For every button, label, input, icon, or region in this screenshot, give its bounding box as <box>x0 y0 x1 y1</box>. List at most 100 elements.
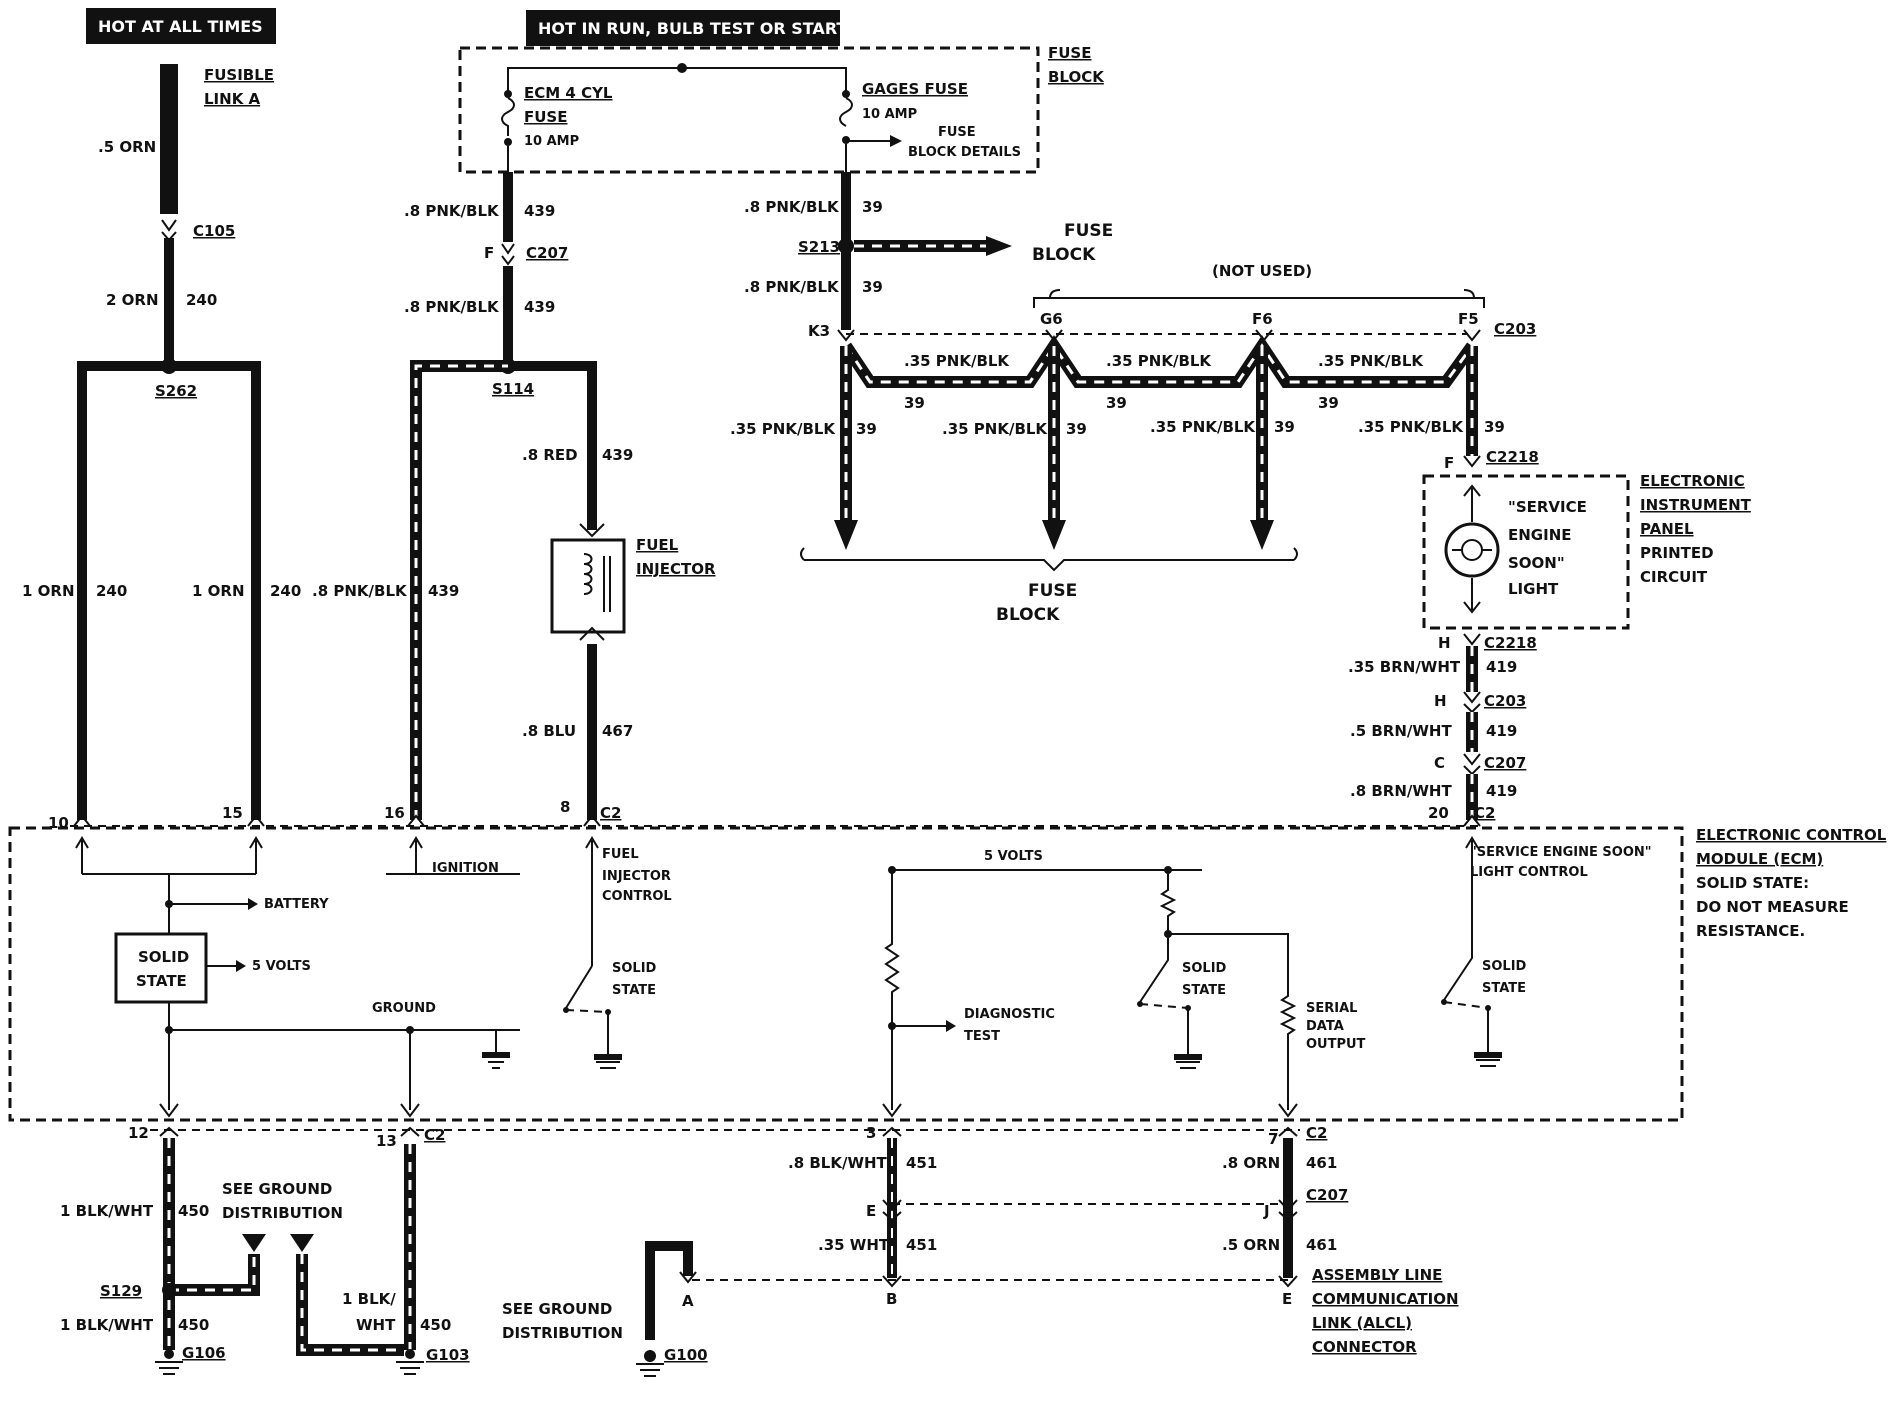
diagram-label: C203 <box>1484 692 1526 710</box>
diagram-label: SOLID <box>138 948 189 966</box>
diagram-label: E <box>866 1202 876 1220</box>
diagram-label: LINK A <box>204 90 261 108</box>
diagram-label: ELECTRONIC CONTROL <box>1696 826 1887 844</box>
diagram-label: 10 AMP <box>862 107 917 122</box>
diagram-label: HOT IN RUN, BULB TEST OR START <box>538 19 847 38</box>
diagram-label: 450 <box>178 1202 209 1220</box>
diagram-label: 16 <box>384 804 405 822</box>
diagram-label: .8 BRN/WHT <box>1350 782 1452 800</box>
diagram-label: .8 PNK/BLK <box>744 278 840 296</box>
diagram-label: 7 <box>1268 1130 1278 1148</box>
diagram-label: .8 ORN <box>1222 1154 1280 1172</box>
diagram-label: BLOCK DETAILS <box>908 145 1021 160</box>
diagram-label: H <box>1438 634 1451 652</box>
diagram-label: BLOCK <box>996 605 1060 625</box>
diagram-label: 240 <box>96 582 127 600</box>
diagram-label: 2 ORN <box>106 291 159 309</box>
diagram-label: 39 <box>1274 418 1295 436</box>
ecm-fuse: ECM 4 CYL FUSE 10 AMP <box>501 84 613 172</box>
diagram-label: B <box>886 1290 897 1308</box>
diagram-label: FUSE <box>938 125 976 140</box>
diagram-label: FUEL <box>636 536 679 554</box>
diagram-label: SOLID <box>1182 961 1227 976</box>
diagram-label: G103 <box>426 1346 470 1364</box>
diagram-label: DISTRIBUTION <box>222 1204 343 1222</box>
diagram-label: .35 PNK/BLK <box>1358 418 1464 436</box>
ground-g103: G103 <box>396 1346 470 1375</box>
ground-g100: G100 <box>636 1346 708 1377</box>
diagram-label: F <box>1444 454 1454 472</box>
diagram-label: 15 <box>222 804 243 822</box>
diagram-label: FUSE <box>524 108 567 126</box>
diagram-label: 450 <box>178 1316 209 1334</box>
diagram-label: 419 <box>1486 658 1517 676</box>
diagram-label: "SERVICE <box>1508 498 1587 516</box>
diagram-label: SERIAL <box>1306 1001 1357 1016</box>
diagram-label: GAGES FUSE <box>862 80 968 98</box>
diagram-label: PRINTED <box>1640 544 1714 562</box>
diagram-label: .8 PNK/BLK <box>404 298 500 316</box>
diagram-label: 1 ORN <box>192 582 245 600</box>
diagram-label: "SERVICE ENGINE SOON" <box>1470 845 1652 860</box>
diagram-label: 5 VOLTS <box>252 959 311 974</box>
diagram-label: SOLID <box>1482 959 1527 974</box>
diagram-label: .35 PNK/BLK <box>1318 352 1424 370</box>
diagram-label: LINK (ALCL) <box>1312 1314 1412 1332</box>
diagram-label: DO NOT MEASURE <box>1696 898 1849 916</box>
diagram-label: ELECTRONIC <box>1640 472 1745 490</box>
diagram-label: 8 <box>560 798 570 816</box>
diagram-label: 419 <box>1486 722 1517 740</box>
diagram-label: 467 <box>602 722 633 740</box>
ecm-box <box>8 826 1684 1122</box>
diagram-label: CIRCUIT <box>1640 568 1708 586</box>
diagram-label: F6 <box>1252 310 1273 328</box>
diagram-label: BLOCK <box>1032 245 1096 265</box>
diagram-label: G106 <box>182 1344 226 1362</box>
diagram-label: C2 <box>424 1126 445 1144</box>
diagram-label: DIAGNOSTIC <box>964 1007 1055 1022</box>
diagram-label: STATE <box>1482 981 1526 996</box>
diagram-label: .35 BRN/WHT <box>1348 658 1461 676</box>
diagram-label: 461 <box>1306 1236 1337 1254</box>
diagram-label: C2 <box>600 804 621 822</box>
diagram-label: 12 <box>128 1124 149 1142</box>
diagram-label: 39 <box>862 198 883 216</box>
diagram-label: 439 <box>524 202 555 220</box>
diagram-label: 10 AMP <box>524 134 579 149</box>
diagram-label: WHT <box>356 1316 396 1334</box>
header-hot-in-run: HOT IN RUN, BULB TEST OR START <box>526 10 847 46</box>
s262-label: S262 <box>155 382 197 400</box>
diagram-label: 1 BLK/WHT <box>60 1202 154 1220</box>
diagram-label: FUEL <box>602 847 639 862</box>
diagram-label: 39 <box>856 420 877 438</box>
diagram-label: .35 PNK/BLK <box>1106 352 1212 370</box>
diagram-label: .35 WHT <box>818 1236 890 1254</box>
diagram-label: 39 <box>1106 394 1127 412</box>
diagram-label: OUTPUT <box>1306 1037 1366 1052</box>
diagram-label: 1 ORN <box>22 582 75 600</box>
fuse-block-box <box>458 46 1040 174</box>
service-engine-soon-light: "SERVICE ENGINE SOON" LIGHT <box>1444 484 1587 614</box>
diagram-label: MODULE (ECM) <box>1696 850 1823 868</box>
diagram-label: INSTRUMENT <box>1640 496 1752 514</box>
diagram-label: .8 RED <box>522 446 578 464</box>
diagram-label: (NOT USED) <box>1212 262 1312 280</box>
diagram-label: .35 PNK/BLK <box>942 420 1048 438</box>
diagram-label: S213 <box>798 238 840 256</box>
diagram-label: 39 <box>1484 418 1505 436</box>
diagram-label: SOON" <box>1508 554 1565 572</box>
diagram-label: J <box>1263 1202 1270 1220</box>
diagram-label: 39 <box>1318 394 1339 412</box>
diagram-label: 1 BLK/WHT <box>60 1316 154 1334</box>
diagram-label: 450 <box>420 1316 451 1334</box>
diagram-label: F5 <box>1458 310 1479 328</box>
eip-label: ELECTRONIC INSTRUMENT PANEL PRINTED CIRC… <box>1640 472 1752 586</box>
diagram-label: DISTRIBUTION <box>502 1324 623 1342</box>
fuel-injector: FUEL INJECTOR <box>550 523 716 641</box>
diagram-label: INJECTOR <box>636 560 716 578</box>
diagram-label: .8 PNK/BLK <box>404 202 500 220</box>
diagram-label: 1 BLK/ <box>342 1290 396 1308</box>
diagram-label: 13 <box>376 1132 397 1150</box>
diagram-label: C207 <box>526 244 568 262</box>
diagram-label: ECM 4 CYL <box>524 84 613 102</box>
